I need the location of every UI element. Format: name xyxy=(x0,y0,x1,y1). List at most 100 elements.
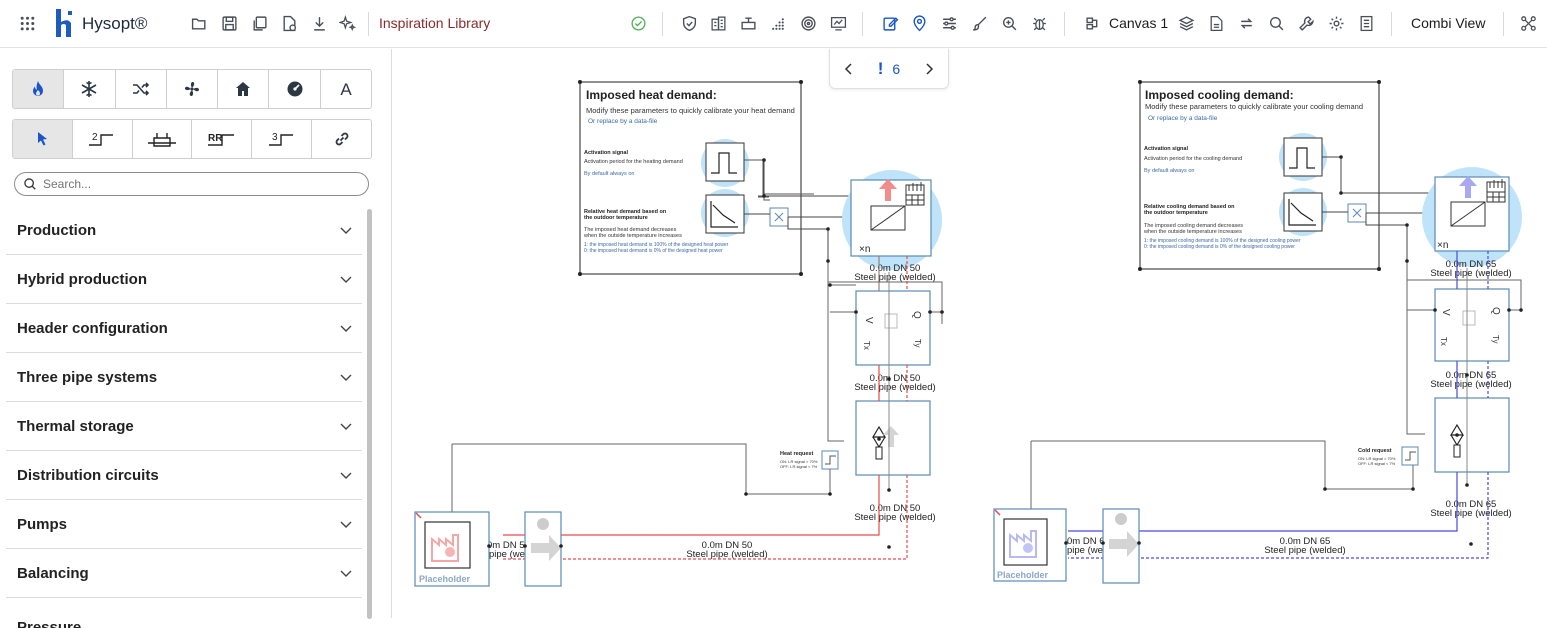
chevron-down-icon xyxy=(340,374,352,381)
building-icon[interactable] xyxy=(707,12,729,34)
panel-scrollbar[interactable] xyxy=(367,209,372,619)
view-mode[interactable]: Combi View xyxy=(1411,15,1486,31)
category-hybrid-production[interactable]: Hybrid production xyxy=(6,255,362,304)
pipe-type-label: Steel pipe (welded) xyxy=(854,512,935,523)
pipe-label: 0.0m DN 65 xyxy=(1446,259,1497,270)
warning-icon: ! xyxy=(877,58,884,78)
chevron-down-icon xyxy=(340,227,352,234)
toolbar-divider xyxy=(1503,12,1504,36)
gear-icon[interactable] xyxy=(1325,12,1347,34)
heat-up-arrow-icon xyxy=(879,179,897,201)
document-icon[interactable] xyxy=(1205,12,1227,34)
toolbar-divider xyxy=(1064,12,1065,36)
cool-relative-desc: The imposed cooling demand decreases xyxy=(1144,223,1243,229)
grid-icon[interactable] xyxy=(16,12,38,34)
category-label: Hybrid production xyxy=(17,270,147,288)
flow-arrow-icon xyxy=(883,426,899,447)
tab-cooling[interactable] xyxy=(64,70,116,108)
folder-open-icon[interactable] xyxy=(188,12,210,34)
category-balancing[interactable]: Balancing xyxy=(6,549,362,598)
category-pumps[interactable]: Pumps xyxy=(6,500,362,549)
category-production[interactable]: Production xyxy=(6,206,362,255)
tab-annotation[interactable]: A xyxy=(321,70,371,108)
search-icon xyxy=(24,178,36,190)
top-toolbar: Hysopt® Inspiration Library Canvas 1 Com… xyxy=(0,0,1547,48)
network-icon[interactable] xyxy=(737,12,759,34)
app-name: Hysopt® xyxy=(82,14,148,33)
category-pressure[interactable]: Pressure... xyxy=(6,598,362,628)
tab-hybrid[interactable] xyxy=(116,70,167,108)
category-header-configuration[interactable]: Header configuration xyxy=(6,304,362,353)
new-file-icon[interactable] xyxy=(278,12,300,34)
copy-icon[interactable] xyxy=(248,12,270,34)
flame-icon xyxy=(33,81,44,96)
tab-three-pipe[interactable]: 3 xyxy=(252,120,313,158)
heat-activation-block[interactable] xyxy=(705,142,745,182)
tab-building[interactable] xyxy=(218,70,270,108)
chevron-left-icon[interactable] xyxy=(841,61,857,77)
pipe-label: 0m DN 6 xyxy=(1067,536,1104,547)
power-label: Q xyxy=(911,311,922,319)
dots-chart-icon[interactable] xyxy=(767,12,789,34)
pipe-type-label: pipe (wel xyxy=(489,549,527,560)
schematic-canvas[interactable]: ! 6 Imposed heat demand: Modify these pa… xyxy=(393,49,1547,618)
cool-demand-frame[interactable] xyxy=(1139,81,1380,270)
pipe-type-label: Steel pipe (welded) xyxy=(1430,508,1511,519)
canvas-icon[interactable] xyxy=(1082,12,1104,34)
snowflake-icon xyxy=(82,81,97,97)
report-icon[interactable] xyxy=(1355,12,1377,34)
tab-select-tool[interactable] xyxy=(13,120,73,158)
zoom-icon[interactable] xyxy=(998,12,1020,34)
chevron-right-icon[interactable] xyxy=(921,61,937,77)
cool-relative-note2: 0: the imposed cooling demand is 0% of t… xyxy=(1144,244,1295,250)
category-label: Balancing xyxy=(17,564,89,582)
search-icon[interactable] xyxy=(1265,12,1287,34)
heat-relative-note2: 0: the imposed heat demand is 0% of the … xyxy=(584,248,723,254)
heat-request-off: OFF: LR signal < 7% xyxy=(780,464,818,469)
pointer-icon xyxy=(38,132,48,146)
tab-ventilation[interactable] xyxy=(167,70,219,108)
brush-icon[interactable] xyxy=(968,12,990,34)
factory-icon xyxy=(1009,530,1037,558)
download-icon[interactable] xyxy=(308,12,330,34)
category-thermal-storage[interactable]: Thermal storage xyxy=(6,402,362,451)
bug-icon[interactable] xyxy=(1028,12,1050,34)
cooling-circuit: Imposed cooling demand: Modify these par… xyxy=(993,80,1523,584)
layers-icon[interactable] xyxy=(1175,12,1197,34)
svg-text:3: 3 xyxy=(272,132,278,143)
graph-icon[interactable] xyxy=(1517,12,1539,34)
tab-link[interactable] xyxy=(312,120,371,158)
library-name[interactable]: Inspiration Library xyxy=(379,15,491,31)
canvas-name[interactable]: Canvas 1 xyxy=(1109,15,1169,31)
tab-two-pipe[interactable]: 2 xyxy=(73,120,133,158)
map-pin-icon[interactable] xyxy=(908,12,930,34)
search-input[interactable] xyxy=(43,177,343,191)
shield-icon[interactable] xyxy=(678,12,700,34)
wrench-icon[interactable] xyxy=(1295,12,1317,34)
edit-icon[interactable] xyxy=(879,12,901,34)
category-label: Distribution circuits xyxy=(17,466,159,484)
rr-icon: RR xyxy=(207,133,234,146)
check-circle-icon[interactable] xyxy=(627,12,649,34)
tab-heating[interactable] xyxy=(13,70,65,108)
brand[interactable]: Hysopt® xyxy=(54,9,147,39)
gauge-icon xyxy=(1115,513,1127,525)
category-three-pipe-systems[interactable]: Three pipe systems xyxy=(6,353,362,402)
sliders-icon[interactable] xyxy=(938,12,960,34)
tab-measurement[interactable] xyxy=(269,70,321,108)
sparkle-icon[interactable] xyxy=(336,12,358,34)
valve-icon xyxy=(871,425,887,438)
category-label: Header configuration xyxy=(17,319,168,337)
monitor-chart-icon[interactable] xyxy=(827,12,849,34)
cool-valve-block[interactable] xyxy=(1434,397,1510,473)
swap-icon[interactable] xyxy=(1235,12,1257,34)
cool-activation-block[interactable] xyxy=(1283,137,1323,177)
category-distribution-circuits[interactable]: Distribution circuits xyxy=(6,451,362,500)
heat-activation-default: By default always on xyxy=(584,171,634,177)
tab-header[interactable] xyxy=(133,120,193,158)
tab-rr[interactable]: RR xyxy=(192,120,253,158)
chevron-down-icon xyxy=(340,423,352,430)
temp-x-label: Tx xyxy=(1439,337,1448,346)
target-icon[interactable] xyxy=(797,12,819,34)
save-icon[interactable] xyxy=(218,12,240,34)
